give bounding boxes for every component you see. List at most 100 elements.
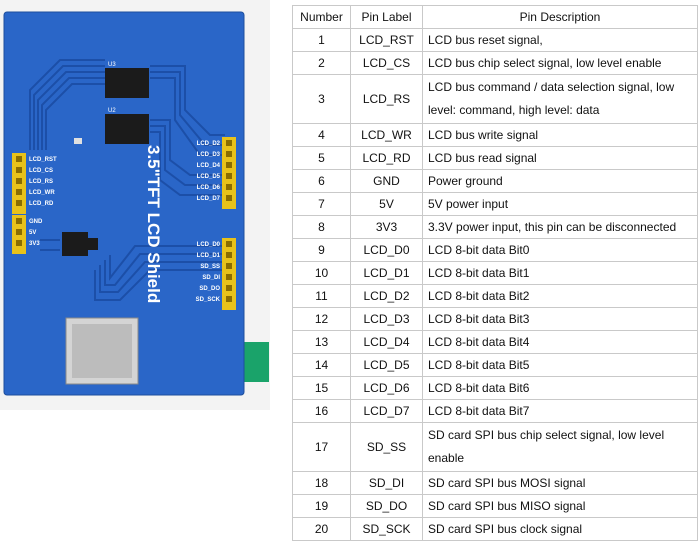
chip-u2-label: U2 <box>108 108 116 114</box>
pin-number: 14 <box>292 353 351 377</box>
header-pin <box>16 240 22 246</box>
pcb-traces <box>29 59 225 301</box>
pin-label: LCD_D1 <box>350 261 423 285</box>
silkscreen-pin-label: LCD_RS <box>29 179 53 185</box>
pin-number: 9 <box>292 238 351 262</box>
table-header-row: Number Pin Label Pin Description <box>292 5 698 29</box>
pin-label: LCD_RS <box>350 74 423 124</box>
silkscreen-pin-label: GND <box>29 219 43 225</box>
header-pin-label: Pin Label <box>350 5 423 29</box>
chip-u2 <box>105 114 149 144</box>
pin-number: 2 <box>292 51 351 75</box>
pin-number: 6 <box>292 169 351 193</box>
pin-description: LCD 8-bit data Bit1 <box>422 261 698 285</box>
chip-u3 <box>105 68 149 98</box>
pin-label: SD_DO <box>350 494 423 518</box>
pin-number: 18 <box>292 471 351 495</box>
board-title: 3.5"TFT LCD Shield <box>144 145 163 303</box>
pin-number: 19 <box>292 494 351 518</box>
silkscreen-pin-label: LCD_D3 <box>197 152 221 158</box>
header-pin <box>226 140 232 146</box>
pin-number: 17 <box>292 422 351 472</box>
silkscreen-pin-label: LCD_D0 <box>197 242 221 248</box>
pin-number: 16 <box>292 399 351 423</box>
pin-description: LCD 8-bit data Bit4 <box>422 330 698 354</box>
pin-label: SD_SCK <box>350 517 423 541</box>
header-pin <box>16 189 22 195</box>
pin-number: 12 <box>292 307 351 331</box>
pin-description: SD card SPI bus clock signal <box>422 517 698 541</box>
pin-description: SD card SPI bus chip select signal, low … <box>422 422 698 472</box>
header-pin <box>226 184 232 190</box>
silkscreen-pin-label: LCD_WR <box>29 190 55 196</box>
pin-description: LCD 8-bit data Bit0 <box>422 238 698 262</box>
header-pin <box>16 218 22 224</box>
pin-description: SD card SPI bus MISO signal <box>422 494 698 518</box>
silkscreen-pin-label: SD_SCK <box>196 297 221 303</box>
pin-number: 3 <box>292 74 351 124</box>
pin-description: Power ground <box>422 169 698 193</box>
header-number: Number <box>292 5 351 29</box>
chip-u3-label: U3 <box>108 62 116 68</box>
pin-label: LCD_WR <box>350 123 423 147</box>
header-pin <box>226 195 232 201</box>
pin-label: LCD_RST <box>350 28 423 52</box>
pin-description: SD card SPI bus MOSI signal <box>422 471 698 495</box>
pin-number: 20 <box>292 517 351 541</box>
pin-description: LCD bus reset signal, <box>422 28 698 52</box>
pin-description: LCD bus write signal <box>422 123 698 147</box>
silkscreen-pin-label: LCD_D4 <box>197 163 221 169</box>
pin-label: GND <box>350 169 423 193</box>
pin-description: LCD 8-bit data Bit6 <box>422 376 698 400</box>
header-pin <box>226 162 232 168</box>
pin-label: LCD_D4 <box>350 330 423 354</box>
pin-number: 11 <box>292 284 351 308</box>
silkscreen-pin-label: LCD_D5 <box>197 174 221 180</box>
pin-number: 10 <box>292 261 351 285</box>
header-pin <box>226 274 232 280</box>
header-pin <box>226 241 232 247</box>
header-pin <box>16 156 22 162</box>
silkscreen-pin-label: 3V3 <box>29 241 40 247</box>
pin-description: LCD bus read signal <box>422 146 698 170</box>
pin-label: LCD_D2 <box>350 284 423 308</box>
header-pin <box>16 178 22 184</box>
pin-label: LCD_D3 <box>350 307 423 331</box>
header-pin <box>226 173 232 179</box>
pin-description: 5V power input <box>422 192 698 216</box>
flex-cable-tab <box>243 342 269 382</box>
pin-description: LCD 8-bit data Bit7 <box>422 399 698 423</box>
header-pin-description: Pin Description <box>422 5 698 29</box>
header-pin <box>226 285 232 291</box>
header-pin <box>16 229 22 235</box>
header-pin <box>16 167 22 173</box>
silkscreen-pin-label: 5V <box>29 230 36 236</box>
pin-description: LCD 8-bit data Bit2 <box>422 284 698 308</box>
left-header-b: GND 5V 3V3 <box>12 215 43 254</box>
silkscreen-pin-label: SD_DO <box>199 286 220 292</box>
header-pin <box>226 252 232 258</box>
pin-number: 4 <box>292 123 351 147</box>
silkscreen-pin-label: LCD_D7 <box>197 196 221 202</box>
pin-number: 15 <box>292 376 351 400</box>
pin-label: LCD_CS <box>350 51 423 75</box>
pin-label: LCD_RD <box>350 146 423 170</box>
header-pin <box>16 200 22 206</box>
silkscreen-pin-label: LCD_D6 <box>197 185 221 191</box>
